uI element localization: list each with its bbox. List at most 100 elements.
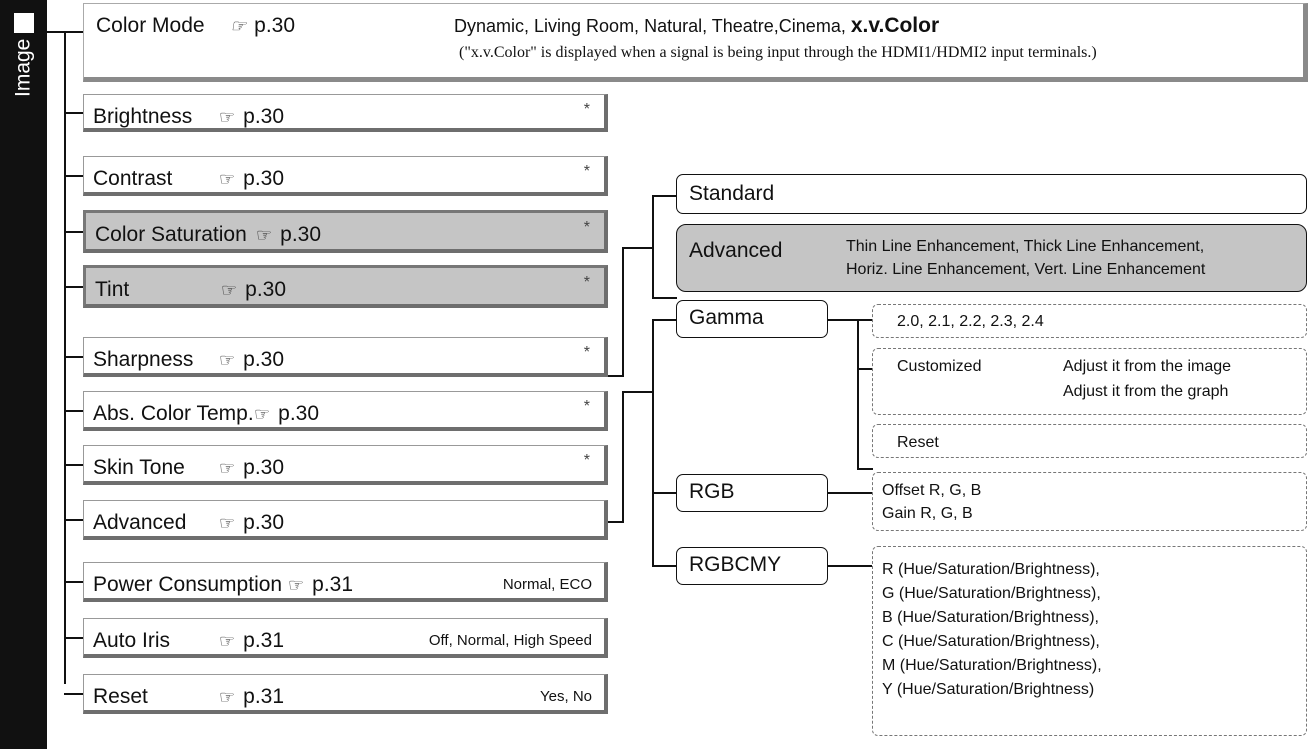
page-number: p.30: [243, 348, 285, 371]
page-number: p.30: [243, 167, 285, 190]
rgbcmy-r: R (Hue/Saturation/Brightness),: [882, 561, 1100, 578]
page-reference: ☞ p.30: [219, 456, 284, 480]
gamma-reset-label: Reset: [897, 434, 939, 451]
connector-line: [857, 468, 873, 470]
pointing-hand-icon: ☞: [288, 575, 305, 596]
connector-line: [64, 693, 83, 695]
asterisk-marker: *: [583, 219, 590, 236]
page-reference: ☞p.30: [219, 105, 284, 129]
page-number: p.30: [243, 456, 285, 479]
pointing-hand-icon: ☞: [221, 280, 238, 301]
connector-line: [64, 175, 83, 177]
asterisk-marker: *: [583, 163, 590, 180]
menu-item-options: Off, Normal, High Speed: [428, 632, 592, 649]
connector-line: [64, 356, 83, 358]
advanced-sharpness-option[interactable]: Advanced Thin Line Enhancement, Thick Li…: [676, 224, 1307, 292]
gamma-values: 2.0, 2.1, 2.2, 2.3, 2.4: [897, 313, 1044, 330]
menu-item-label: Auto Iris: [93, 629, 171, 652]
asterisk-marker: *: [583, 398, 590, 415]
pointing-hand-icon: ☞: [219, 350, 236, 371]
connector-line: [64, 637, 83, 639]
connector-line: [857, 368, 873, 370]
gamma-values-box[interactable]: 2.0, 2.1, 2.2, 2.3, 2.4: [872, 304, 1307, 338]
menu-item-tint[interactable]: Tint☞p.30*: [83, 265, 608, 308]
menu-item-label: Sharpness: [93, 348, 194, 371]
connector-line: [64, 112, 83, 114]
color-mode-label: Color Mode: [96, 14, 205, 37]
customized-option-1: Adjust it from the image: [1063, 358, 1232, 375]
page-reference: ☞ p.31: [288, 573, 353, 597]
connector-line: [64, 231, 83, 233]
page-reference: ☞ p.31: [219, 685, 284, 709]
pointing-hand-icon: ☞: [219, 631, 236, 652]
rgb-offset: Offset R, G, B: [882, 482, 982, 499]
advanced-label: Advanced: [689, 239, 783, 262]
connector-line: [622, 247, 652, 249]
page-reference: ☞ p.30: [219, 167, 284, 191]
menu-item-brightness[interactable]: Brightness☞p.30*: [83, 94, 608, 132]
gamma-reset-box[interactable]: Reset: [872, 424, 1307, 458]
color-mode-options-text: Dynamic, Living Room, Natural, Theatre,C…: [454, 16, 846, 36]
pointing-hand-icon: ☞: [219, 513, 236, 534]
customized-box[interactable]: Customized Adjust it from the image Adju…: [872, 348, 1307, 415]
standard-label: Standard: [689, 182, 775, 205]
connector-line: [652, 319, 654, 566]
menu-item-label: Contrast: [93, 167, 173, 190]
menu-item-abs-color-temp[interactable]: Abs. Color Temp.☞p.30*: [83, 391, 608, 431]
connector-line: [64, 410, 83, 412]
page-number: p.30: [280, 223, 322, 246]
image-tab-label: Image: [11, 38, 35, 98]
pointing-hand-icon: ☞: [219, 687, 236, 708]
connector-line: [828, 319, 873, 321]
page-number: p.30: [245, 278, 287, 301]
rgbcmy-option[interactable]: RGBCMY: [676, 547, 828, 585]
asterisk-marker: *: [583, 452, 590, 469]
rgb-options-box[interactable]: Offset R, G, B Gain R, G, B: [872, 472, 1307, 531]
connector-line: [652, 492, 677, 494]
menu-item-options: Normal, ECO: [502, 576, 592, 593]
menu-item-label: Tint: [95, 278, 130, 301]
page-reference: ☞p.30: [254, 402, 319, 426]
gamma-option[interactable]: Gamma: [676, 300, 828, 338]
standard-option[interactable]: Standard: [676, 174, 1307, 214]
menu-item-skin-tone[interactable]: Skin Tone☞p.30*: [83, 445, 608, 485]
connector-line: [64, 519, 83, 521]
asterisk-marker: *: [583, 344, 590, 361]
pointing-hand-icon: ☞: [219, 169, 236, 190]
rgb-label: RGB: [689, 480, 735, 503]
rgbcmy-options-box[interactable]: R (Hue/Saturation/Brightness), G (Hue/Sa…: [872, 546, 1307, 736]
color-mode-box[interactable]: Color Mode ☞p.30 Dynamic, Living Room, N…: [83, 3, 1308, 82]
page-number: p.31: [243, 685, 285, 708]
menu-item-color-saturation[interactable]: Color Saturation☞p.30*: [83, 210, 608, 253]
page-ref: p.30: [254, 14, 296, 37]
connector-line: [652, 319, 677, 321]
menu-item-power-consumption[interactable]: Power Consumption☞ p.31 Normal, ECO: [83, 562, 608, 602]
pointing-hand-icon: ☞: [219, 458, 236, 479]
menu-item-label: Color Saturation: [95, 223, 247, 246]
connector-line: [652, 195, 654, 298]
menu-item-label: Power Consumption: [93, 573, 283, 596]
image-tab: [0, 0, 47, 749]
connector-line: [622, 247, 624, 377]
menu-item-label: Advanced: [93, 511, 187, 534]
page-number: p.31: [312, 573, 354, 596]
rgbcmy-b: B (Hue/Saturation/Brightness),: [882, 609, 1099, 626]
pointing-hand-icon: ☞: [254, 404, 271, 425]
rgbcmy-label: RGBCMY: [689, 553, 782, 576]
menu-item-options: Yes, No: [540, 688, 592, 705]
asterisk-marker: *: [583, 101, 590, 118]
page-number: p.30: [243, 511, 285, 534]
connector-line: [622, 391, 653, 393]
advanced-options-line2: Horiz. Line Enhancement, Vert. Line Enha…: [846, 261, 1206, 278]
rgbcmy-c: C (Hue/Saturation/Brightness),: [882, 633, 1100, 650]
menu-item-contrast[interactable]: Contrast ☞ p.30 *: [83, 156, 608, 196]
tab-square-icon: [14, 13, 34, 33]
connector-line: [828, 492, 873, 494]
menu-item-sharpness[interactable]: Sharpness ☞ p.30 *: [83, 337, 608, 377]
color-mode-options: Dynamic, Living Room, Natural, Theatre,C…: [454, 14, 939, 38]
rgb-option[interactable]: RGB: [676, 474, 828, 512]
connector-line: [608, 375, 622, 377]
menu-item-advanced[interactable]: Advanced ☞ p.30: [83, 500, 608, 540]
